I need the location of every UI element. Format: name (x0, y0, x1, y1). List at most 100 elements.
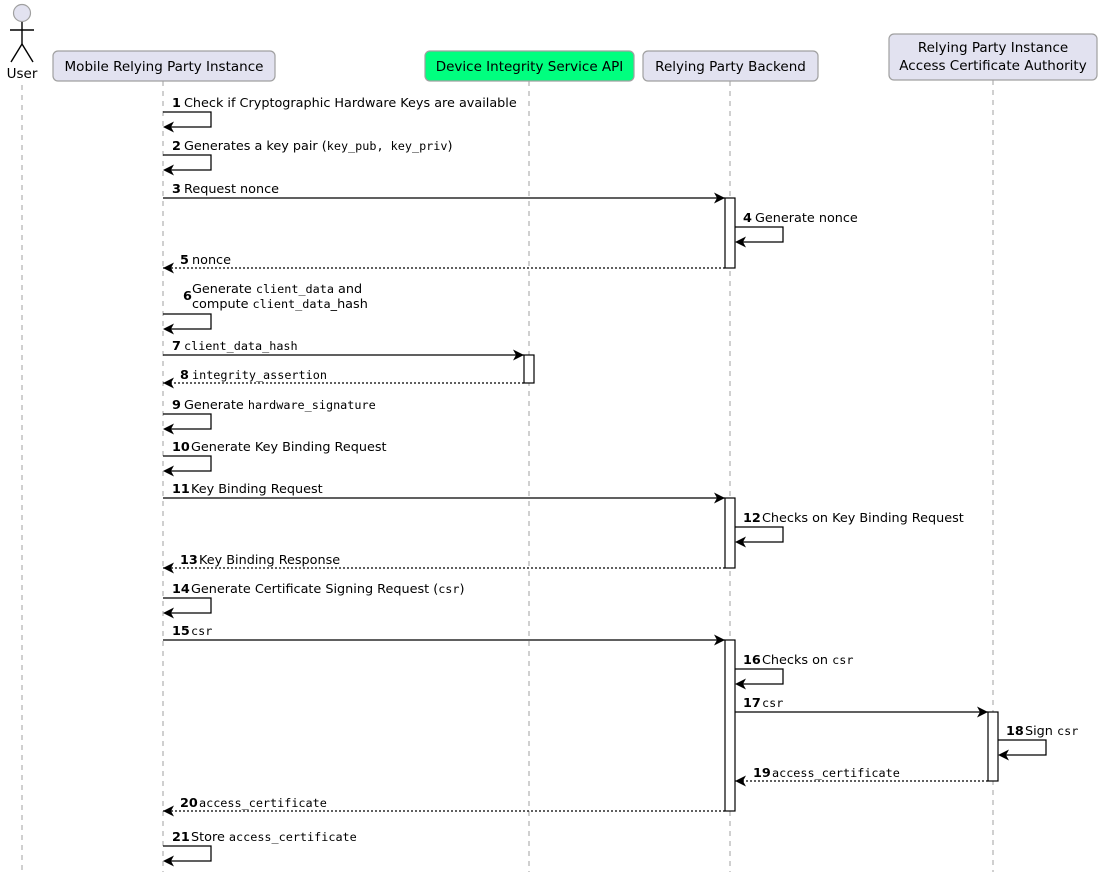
message-label-2: Generates a key pair (key_pub, key_priv) (184, 139, 452, 154)
message-selfloop-6 (163, 313, 212, 330)
participant-box-mobile_rp[interactable] (52, 50, 276, 82)
message-number-12: 12 (743, 511, 761, 526)
participant-label-device_integrity: Device Integrity Service API (436, 59, 624, 75)
message-selfloop-16 (735, 668, 784, 685)
participant-device_integrity[interactable]: Device Integrity Service API (424, 50, 635, 82)
message-arrowhead-7 (513, 349, 524, 361)
message-arrowhead-16 (735, 678, 746, 690)
message-label-16: Checks on csr (762, 653, 853, 668)
message-number-15: 15 (172, 624, 190, 639)
actor-head-icon (12, 3, 32, 23)
actor-leg-right (21, 43, 34, 63)
message-selfloop-21 (163, 845, 212, 862)
activation-bar-rp_backend-3 (724, 639, 736, 812)
participant-label-rp_ca-line2: Access Certificate Authority (899, 58, 1086, 74)
message-label-8: integrity_assertion (192, 368, 327, 382)
message-label-9: Generate hardware_signature (184, 398, 376, 413)
message-label-13: Key Binding Response (199, 553, 340, 568)
activation-bar-rp_ca-4 (987, 711, 999, 782)
activations-layer (523, 197, 999, 812)
participant-box-device_integrity[interactable] (424, 50, 635, 82)
message-label-6-l2: compute client_data_hash (192, 297, 368, 312)
message-number-14: 14 (172, 582, 190, 597)
activation-bar-rp_backend-2 (724, 497, 736, 569)
message-number-17: 17 (743, 696, 761, 711)
message-label-1: Check if Cryptographic Hardware Keys are… (184, 96, 517, 111)
message-selfloop-14 (163, 597, 212, 614)
message-label-15: csr (191, 624, 212, 638)
message-label-17: csr (762, 696, 783, 710)
message-arrowhead-1 (163, 121, 174, 133)
message-number-19: 19 (753, 766, 771, 781)
message-label-6-l1: Generate client_data and (192, 282, 362, 297)
message-label-11: Key Binding Request (191, 482, 323, 497)
message-selfloop-9 (163, 413, 212, 430)
message-number-18: 18 (1006, 724, 1024, 739)
participant-label-rp_ca-line1: Relying Party Instance (918, 40, 1068, 56)
actor-leg-left (10, 43, 23, 63)
message-number-10: 10 (172, 440, 190, 455)
message-arrowhead-21 (163, 855, 174, 867)
message-selfloop-18 (998, 739, 1047, 756)
message-arrowhead-3 (714, 192, 725, 204)
participant-box-rp_backend[interactable] (642, 50, 819, 82)
message-label-7: client_data_hash (184, 339, 298, 353)
message-arrowhead-13 (163, 562, 174, 574)
message-label-4: Generate nonce (755, 211, 858, 226)
message-arrowhead-15 (714, 634, 725, 646)
message-selfloop-2 (163, 154, 212, 171)
message-arrowhead-10 (163, 465, 174, 477)
message-number-1: 1 (172, 96, 181, 111)
message-arrowhead-12 (735, 536, 746, 548)
participant-mobile_rp[interactable]: Mobile Relying Party Instance (52, 50, 276, 82)
participants-layer: User Mobile Relying Party Instance Device … (7, 3, 1098, 82)
message-number-6: 6 (183, 289, 192, 304)
message-number-8: 8 (180, 368, 189, 383)
message-label-21: Store access_certificate (191, 830, 357, 845)
actor-user: User (7, 3, 38, 82)
message-arrowhead-5 (163, 262, 174, 274)
message-arrowhead-4 (735, 236, 746, 248)
message-label-14: Generate Certificate Signing Request (cs… (191, 582, 465, 597)
message-number-7: 7 (172, 339, 181, 354)
message-arrowhead-20 (163, 805, 174, 817)
actor-label-user: User (7, 66, 38, 82)
message-number-20: 20 (180, 796, 198, 811)
message-selfloop-4 (735, 226, 784, 243)
message-selfloop-1 (163, 111, 212, 128)
message-arrowhead-17 (977, 706, 988, 718)
message-label-20: access_certificate (199, 796, 327, 810)
message-number-11: 11 (172, 482, 190, 497)
participant-box-rp_ca[interactable] (888, 33, 1098, 81)
participant-label-rp_backend: Relying Party Backend (655, 59, 806, 75)
message-label-12: Checks on Key Binding Request (762, 511, 964, 526)
message-number-21: 21 (172, 830, 190, 845)
participant-rp_backend[interactable]: Relying Party Backend (642, 50, 819, 82)
participant-label-mobile_rp: Mobile Relying Party Instance (65, 59, 264, 75)
message-arrowhead-18 (998, 749, 1009, 761)
